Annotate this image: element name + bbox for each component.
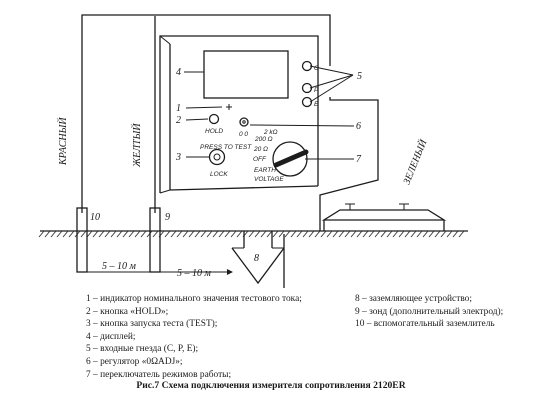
figure-caption: Рис.7 Схема подключения измерителя сопро…	[136, 380, 406, 391]
terminal-e[interactable]	[301, 96, 313, 108]
legend-item: 7 – переключатель режимов работы;	[86, 369, 232, 380]
range-label-2k: 2 kΩ	[263, 129, 278, 136]
mode-selector-switch[interactable]	[272, 141, 309, 177]
green-wire-label: ЗЕЛЕНЫЙ	[401, 137, 430, 186]
green-wire	[319, 97, 379, 231]
callout-5: 5	[357, 71, 362, 82]
legend-item: 2 – кнопка «HOLD»;	[86, 306, 169, 317]
callout-3: 3	[175, 152, 181, 163]
probe-electrode	[149, 207, 161, 273]
legend-left: 1 – индикатор номинального значения тест…	[86, 293, 302, 381]
callout-4: 4	[176, 67, 181, 78]
legend-item: 1 – индикатор номинального значения тест…	[86, 294, 302, 304]
red-wire-label: КРАСНЫЙ	[57, 117, 69, 166]
range-label-earth: EARTH	[254, 167, 276, 174]
device-body	[159, 35, 319, 194]
legend-item: 9 – зонд (дополнительный электрод);	[355, 306, 504, 317]
range-label-200: 200 Ω	[254, 136, 273, 143]
display-window	[203, 50, 289, 99]
callout-10: 10	[90, 212, 100, 223]
callout-8: 8	[254, 253, 259, 264]
grounded-equipment	[321, 203, 447, 231]
legend-item: 8 – заземляющее устройство;	[355, 294, 472, 304]
terminal-p-label: P	[314, 87, 319, 94]
hold-label: HOLD	[205, 128, 223, 135]
zero-adjust-regulator[interactable]	[239, 117, 249, 127]
earthing-device	[231, 231, 285, 288]
hold-button[interactable]	[208, 113, 220, 125]
callout-6: 6	[356, 121, 361, 132]
callout-1: 1	[176, 103, 181, 114]
test-button[interactable]	[208, 148, 226, 166]
range-label-off: OFF	[253, 156, 267, 163]
legend-item: 3 – кнопка запуска теста (TEST);	[86, 319, 218, 330]
ground-surface	[38, 230, 468, 238]
callout-9: 9	[165, 212, 170, 223]
legend-item: 6 – регулятор «0ΩADJ»;	[86, 356, 183, 367]
terminal-c-label: C	[314, 65, 319, 72]
callout-7: 7	[356, 154, 362, 165]
yellow-wire-label: ЖЕЛТЫЙ	[131, 123, 143, 168]
legend-item: 10 – вспомогательный заземлитель	[355, 319, 495, 330]
distance-red-to-yellow: 5 – 10 м	[102, 261, 137, 272]
callout-5-lines	[309, 65, 354, 103]
auxiliary-earth-electrode	[76, 207, 88, 273]
legend-right: 8 – заземляющее устройство; 9 – зонд (до…	[355, 293, 503, 331]
adjust-label: 0 0	[239, 131, 248, 138]
legend-item: 5 – входные гнезда (C, P, E);	[86, 344, 199, 355]
current-indicator	[226, 104, 232, 110]
legend-item: 4 – дисплей;	[86, 331, 136, 342]
terminal-e-label: E	[314, 101, 319, 108]
red-wire	[81, 14, 331, 213]
lock-label: LOCK	[210, 171, 228, 178]
range-label-20: 20 Ω	[253, 146, 268, 153]
range-label-voltage: VOLTAGE	[254, 176, 284, 183]
distance-yellow-to-device: 5 – 10 м	[177, 268, 212, 279]
callout-2: 2	[176, 115, 181, 126]
press-to-test-label: PRESS TO TEST	[200, 144, 252, 151]
